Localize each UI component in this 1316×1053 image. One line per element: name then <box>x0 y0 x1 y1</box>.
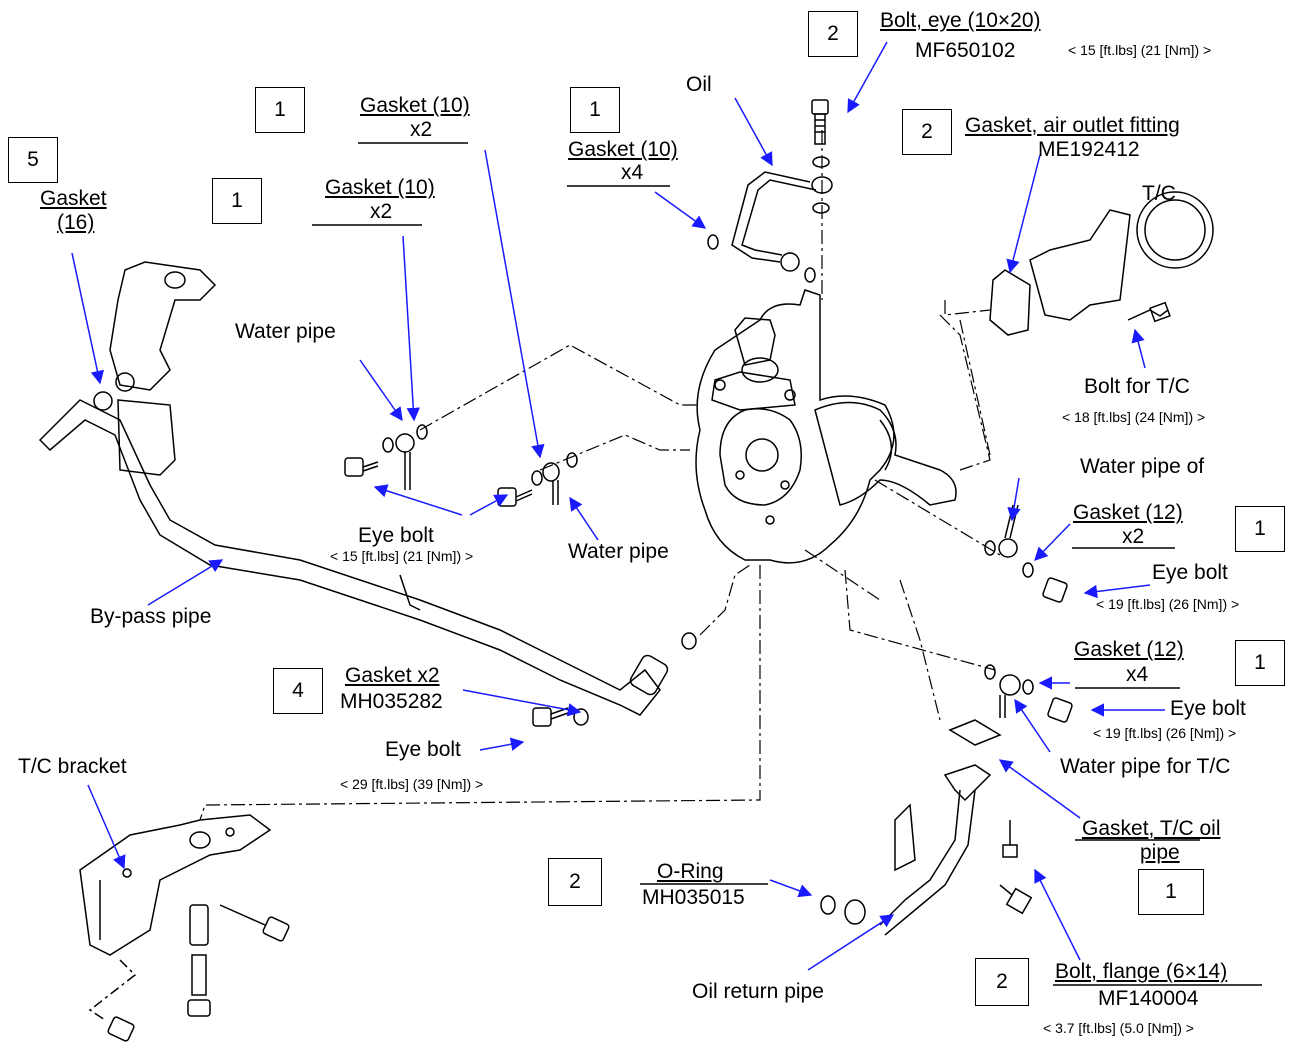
label-bypass-pipe: By-pass pipe <box>90 605 212 628</box>
qty-box-gasket-10-c: 1 <box>570 87 620 133</box>
label-o-ring: O-Ring <box>657 860 724 883</box>
torque-eye-bolt-lower: < 29 [ft.lbs] (39 [Nm]) > <box>340 776 484 792</box>
qty-box-gasket-10-a: 1 <box>255 87 305 133</box>
label-gasket-10-a: Gasket (10) <box>360 94 470 117</box>
qty-box-tc-oil: 1 <box>1138 869 1204 915</box>
turbocharger-unit <box>695 289 957 564</box>
torque-eye-bolt-r1: < 19 [ft.lbs] (26 [Nm]) > <box>1096 596 1240 612</box>
label-bolt-for-tc: Bolt for T/C <box>1084 375 1190 398</box>
torque-bolt-for-tc: < 18 [ft.lbs] (24 [Nm]) > <box>1062 409 1206 425</box>
label-oil: Oil <box>686 73 712 96</box>
label-gasket-16-a: Gasket <box>40 187 107 210</box>
label-gasket-x2: Gasket x2 <box>345 664 440 687</box>
label-eye-bolt-center: Eye bolt <box>358 524 434 547</box>
qty-box-bolt-flange: 2 <box>975 958 1029 1006</box>
torque-eye-bolt-r2: < 19 [ft.lbs] (26 [Nm]) > <box>1093 725 1237 741</box>
label-eye-bolt-r2: Eye bolt <box>1170 697 1246 720</box>
label-gasket-tc-oil-b: pipe <box>1140 841 1180 864</box>
label-x4-e: x4 <box>1126 663 1149 686</box>
torque-bolt-eye: < 15 [ft.lbs] (21 [Nm]) > <box>1068 42 1212 58</box>
qty-box-gasket-10-b: 1 <box>212 178 262 224</box>
label-mh035015: MH035015 <box>642 886 745 909</box>
bypass-pipe-part <box>38 261 669 716</box>
label-mf650102: MF650102 <box>915 39 1016 62</box>
qty-box-gasket-x2: 4 <box>273 668 323 714</box>
label-gasket-12-b: Gasket (12) <box>1074 638 1184 661</box>
label-x2-a: x2 <box>410 118 433 141</box>
label-mh035282: MH035282 <box>340 690 443 713</box>
label-x2-b: x2 <box>370 200 393 223</box>
label-gasket-12-a: Gasket (12) <box>1073 501 1183 524</box>
label-eye-bolt-r1: Eye bolt <box>1152 561 1228 584</box>
label-underlines <box>312 142 1262 986</box>
torque-bolt-flange: < 3.7 [ft.lbs] (5.0 [Nm]) > <box>1043 1020 1194 1036</box>
qty-box-bolt-eye: 2 <box>808 11 858 57</box>
label-x4-c: x4 <box>621 161 644 184</box>
label-oil-return-pipe: Oil return pipe <box>692 980 824 1003</box>
label-water-pipe-left: Water pipe <box>235 320 336 343</box>
leader-arrows <box>71 41 1165 971</box>
label-gasket-air-outlet: Gasket, air outlet fitting <box>965 114 1180 137</box>
label-bolt-eye: Bolt, eye (10×20) <box>880 9 1041 32</box>
label-gasket-10-b: Gasket (10) <box>325 176 435 199</box>
label-water-pipe-of: Water pipe of <box>1080 455 1205 478</box>
label-gasket-tc-oil-a: Gasket, T/C oil <box>1082 817 1221 840</box>
torque-eye-bolt-center: < 15 [ft.lbs] (21 [Nm]) > <box>330 548 474 564</box>
qty-box-gasket-air: 2 <box>902 109 952 155</box>
qty-box-o-ring: 2 <box>548 858 602 906</box>
label-water-pipe-center: Water pipe <box>568 540 669 563</box>
label-me192412: ME192412 <box>1038 138 1140 161</box>
tc-bracket-part <box>79 814 290 1042</box>
label-mf140004: MF140004 <box>1098 987 1199 1010</box>
label-eye-bolt-lower: Eye bolt <box>385 738 461 761</box>
label-gasket-10-c: Gasket (10) <box>568 138 678 161</box>
label-x2-d: x2 <box>1122 525 1145 548</box>
label-tc: T/C <box>1142 182 1176 205</box>
qty-box-gasket-12-b: 1 <box>1235 640 1285 686</box>
label-gasket-16-b: (16) <box>57 211 95 234</box>
qty-box-gasket-12-a: 1 <box>1235 506 1285 552</box>
qty-box-gasket-16: 5 <box>8 137 58 183</box>
assembly-centerlines <box>199 130 1001 821</box>
label-bolt-flange: Bolt, flange (6×14) <box>1055 960 1228 983</box>
label-water-pipe-for-tc: Water pipe for T/C <box>1060 755 1231 778</box>
label-tc-bracket: T/C bracket <box>18 755 127 778</box>
